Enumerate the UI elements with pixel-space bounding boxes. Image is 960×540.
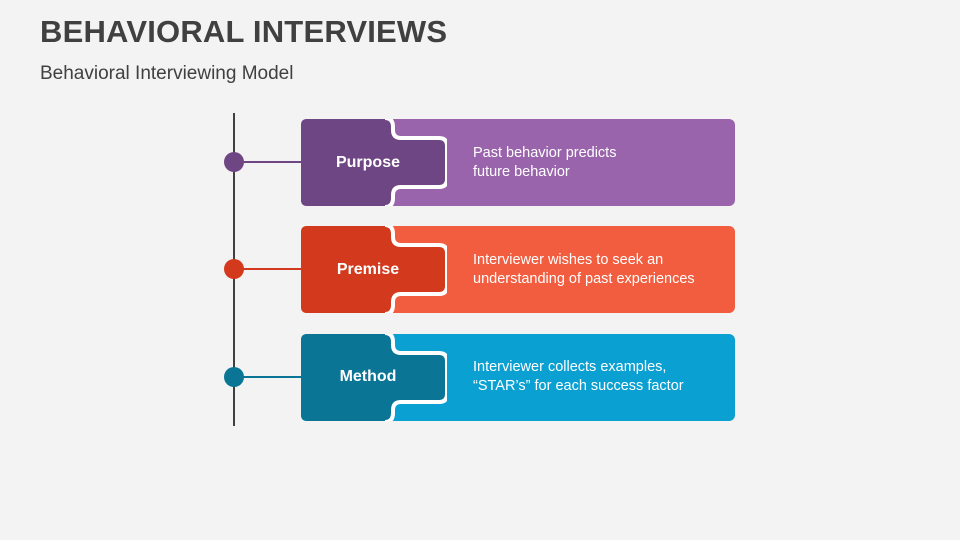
card-text-line: understanding of past experiences xyxy=(473,271,695,287)
card-text-line: Interviewer collects examples, xyxy=(473,359,667,375)
card-text-premise: Interviewer wishes to seek an understand… xyxy=(473,251,728,289)
card-label-premise: Premise xyxy=(336,261,400,278)
connector-purpose xyxy=(243,161,301,163)
card-label-purpose: Purpose xyxy=(335,154,400,171)
card-text-line: future behavior xyxy=(473,164,570,180)
card-text-line: Interviewer wishes to seek an xyxy=(473,252,664,268)
card-tab-purpose xyxy=(301,119,447,206)
card-tab-method xyxy=(301,334,447,421)
connector-premise xyxy=(243,268,301,270)
page-title: BEHAVIORAL INTERVIEWS xyxy=(40,14,448,49)
card-text-purpose: Past behavior predicts future behavior xyxy=(473,144,728,182)
timeline-dot-purpose xyxy=(224,152,244,172)
card-text-line: “STAR’s” for each success factor xyxy=(473,378,684,394)
timeline-dot-premise xyxy=(224,259,244,279)
timeline-dot-method xyxy=(224,367,244,387)
card-text-method: Interviewer collects examples, “STAR’s” … xyxy=(473,358,728,396)
page-subtitle: Behavioral Interviewing Model xyxy=(40,63,294,84)
card-tab-premise xyxy=(301,226,447,313)
connector-method xyxy=(243,376,301,378)
card-text-line: Past behavior predicts xyxy=(473,145,617,161)
card-label-method: Method xyxy=(339,368,397,385)
